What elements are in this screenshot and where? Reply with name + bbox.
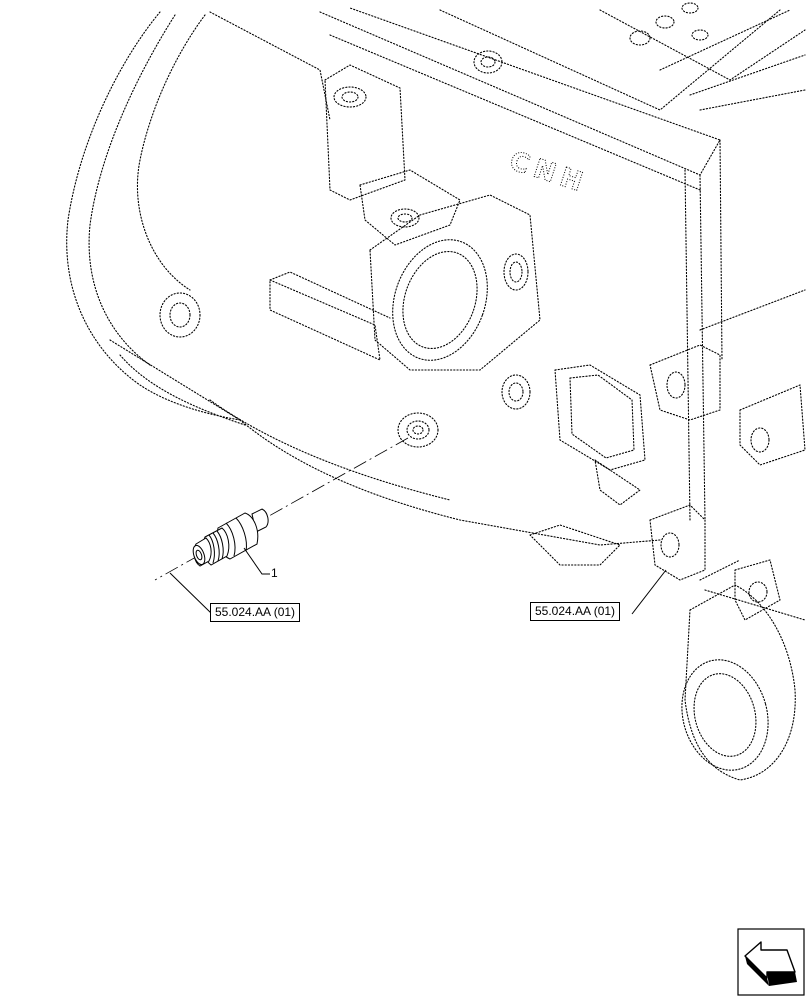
- return-arrow-icon[interactable]: [737, 928, 805, 996]
- pressure-switch-part: [192, 508, 269, 567]
- cnh-casting-stamp: CNH: [505, 146, 592, 200]
- transmission-housing: [66, 2, 806, 781]
- callout-1-leader: [243, 547, 270, 575]
- assembly-centerline: [154, 437, 409, 581]
- reference-link-right[interactable]: 55.024.AA (01): [530, 602, 621, 621]
- callout-1-label: 1: [271, 566, 278, 580]
- reference-1-leader: [169, 572, 213, 615]
- reference-2-leader: [631, 569, 667, 615]
- reference-link-left[interactable]: 55.024.AA (01): [210, 603, 301, 622]
- svg-text:CNH: CNH: [506, 146, 592, 199]
